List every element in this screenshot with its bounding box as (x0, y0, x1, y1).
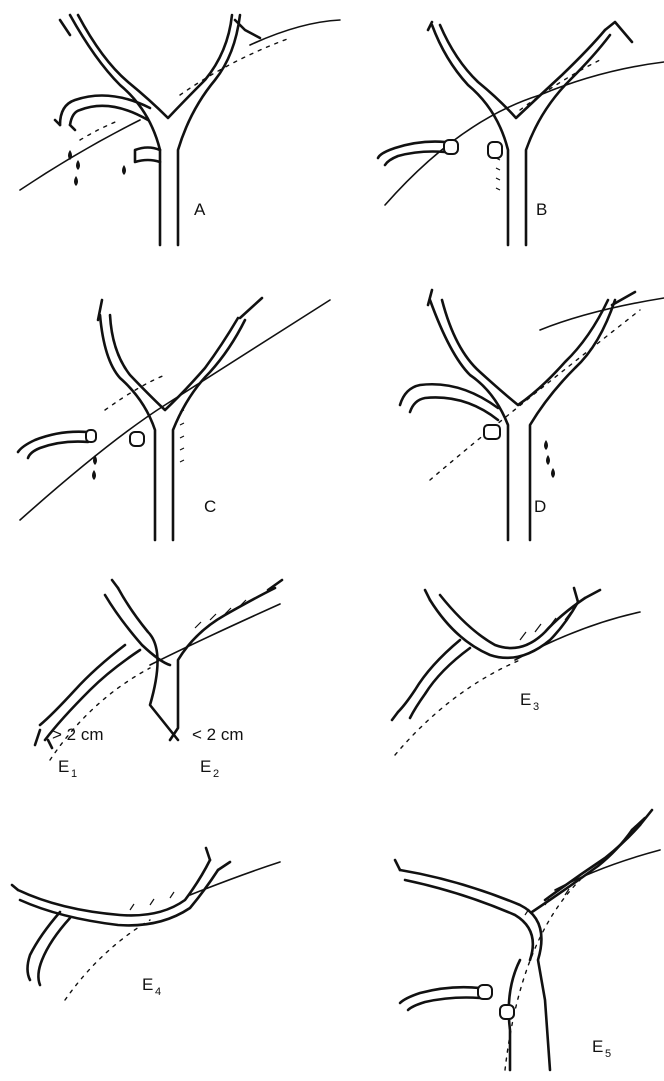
panel-d: D (400, 290, 664, 540)
tree-drawing (18, 298, 330, 540)
panel-e1-subscript: 1 (71, 768, 77, 780)
tree-drawing (378, 22, 664, 245)
tree-drawing (20, 15, 340, 245)
cut-stub (484, 425, 500, 439)
cut-stub (478, 985, 492, 999)
panel-e3: E 3 (392, 588, 640, 755)
panel-e1-label: E (58, 757, 69, 776)
panel-b: B (378, 22, 664, 245)
panel-e5-label: E (592, 1037, 603, 1056)
cut-stub (444, 140, 458, 154)
panel-e2-measure: < 2 cm (192, 725, 244, 744)
panel-e4: E 4 (12, 848, 280, 1000)
tree-drawing (395, 810, 660, 1070)
panel-e4-label: E (142, 975, 153, 994)
panel-e5-subscript: 5 (605, 1048, 611, 1060)
tree-drawing (400, 290, 664, 540)
panel-e5: E 5 (395, 810, 660, 1070)
panel-e2-label: E (200, 757, 211, 776)
cut-stub (130, 432, 144, 446)
panel-e1-measure: > 2 cm (52, 725, 104, 744)
cut-stub (488, 142, 502, 158)
panel-e3-label: E (520, 690, 531, 709)
panel-e4-subscript: 4 (155, 986, 161, 998)
panel-c: C (18, 298, 330, 540)
panel-a-label: A (194, 200, 206, 219)
tree-drawing (392, 588, 640, 755)
panel-b-label: B (536, 200, 547, 219)
panel-e3-subscript: 3 (533, 701, 539, 713)
cut-stub (86, 430, 96, 442)
panel-e2-subscript: 2 (213, 768, 219, 780)
cut-stub (500, 1005, 514, 1019)
panel-d-label: D (534, 497, 546, 516)
panel-a: A (20, 15, 340, 245)
panel-e1-e2: > 2 cm < 2 cm E 1 E 2 (35, 580, 282, 780)
panel-c-label: C (204, 497, 216, 516)
